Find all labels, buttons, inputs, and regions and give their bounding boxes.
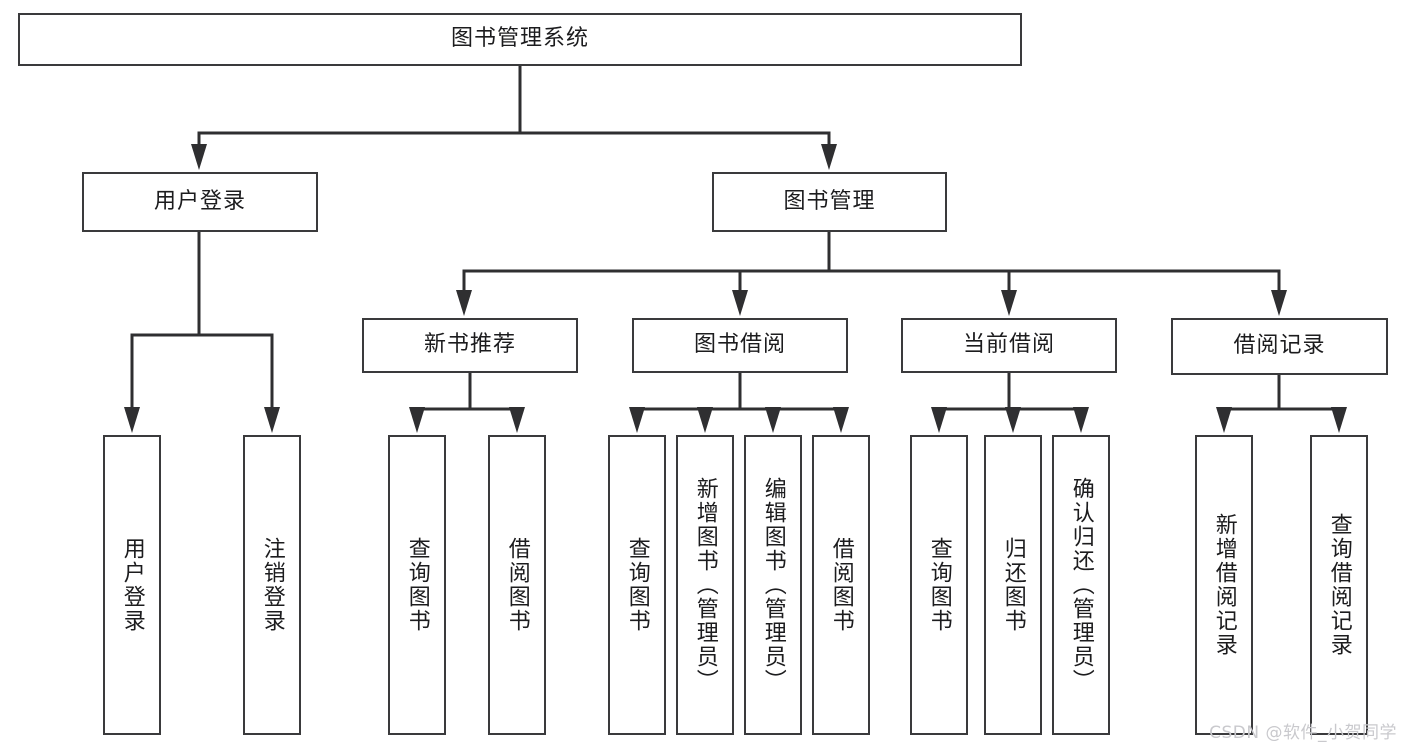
node-leaf-logout-label: 注销登录 <box>259 537 285 633</box>
node-current-borrow-label: 当前借阅 <box>962 332 1055 358</box>
node-leaf-add-book-admin[interactable]: 新增图书（管理员） <box>676 435 734 735</box>
watermark-text: CSDN @软件_小贺同学 <box>1209 723 1397 743</box>
node-leaf-edit-book-admin[interactable]: 编辑图书（管理员） <box>744 435 802 735</box>
node-book-borrow-label: 图书借阅 <box>693 332 786 358</box>
arrow-head-newbook-to-leaves-1 <box>509 407 525 433</box>
arrow-head-root-to-level1-0 <box>191 144 207 170</box>
arrow-head-bookmanage-to-level2-1 <box>732 290 748 316</box>
node-leaf-add-borrow-record[interactable]: 新增借阅记录 <box>1195 435 1253 735</box>
node-new-book-recommend[interactable]: 新书推荐 <box>362 318 578 373</box>
node-leaf-query-book-1[interactable]: 查询图书 <box>388 435 446 735</box>
node-leaf-return-book[interactable]: 归还图书 <box>984 435 1042 735</box>
node-new-book-recommend-label: 新书推荐 <box>423 332 516 358</box>
node-leaf-borrow-book-1-label: 借阅图书 <box>504 537 530 633</box>
node-root-label: 图书管理系统 <box>450 26 589 52</box>
arrow-head-bookborrow-to-leaves-1 <box>697 407 713 433</box>
arrow-head-root-to-level1-1 <box>821 144 837 170</box>
node-leaf-query-book-2[interactable]: 查询图书 <box>608 435 666 735</box>
node-current-borrow[interactable]: 当前借阅 <box>901 318 1117 373</box>
arrow-head-bookmanage-to-level2-3 <box>1271 290 1287 316</box>
node-book-manage[interactable]: 图书管理 <box>712 172 947 232</box>
node-leaf-add-borrow-record-label: 新增借阅记录 <box>1211 513 1237 657</box>
node-leaf-borrow-book-2[interactable]: 借阅图书 <box>812 435 870 735</box>
arrow-head-newbook-to-leaves-0 <box>409 407 425 433</box>
arrow-head-borrowrecord-to-leaves-1 <box>1331 407 1347 433</box>
node-leaf-query-borrow-record-label: 查询借阅记录 <box>1326 513 1352 657</box>
arrow-head-bookmanage-to-level2-2 <box>1001 290 1017 316</box>
arrow-head-currentborrow-to-leaves-1 <box>1005 407 1021 433</box>
arrow-head-userlogin-to-leaves-1 <box>264 407 280 433</box>
node-borrow-record-label: 借阅记录 <box>1233 333 1326 359</box>
arrow-head-borrowrecord-to-leaves-0 <box>1216 407 1232 433</box>
node-leaf-logout[interactable]: 注销登录 <box>243 435 301 735</box>
node-root[interactable]: 图书管理系统 <box>18 13 1022 66</box>
node-book-borrow[interactable]: 图书借阅 <box>632 318 848 373</box>
arrow-head-currentborrow-to-leaves-2 <box>1073 407 1089 433</box>
node-leaf-query-borrow-record[interactable]: 查询借阅记录 <box>1310 435 1368 735</box>
node-leaf-query-book-3-label: 查询图书 <box>926 537 952 633</box>
arrow-head-bookborrow-to-leaves-3 <box>833 407 849 433</box>
node-leaf-return-book-label: 归还图书 <box>1000 537 1026 633</box>
node-borrow-record[interactable]: 借阅记录 <box>1171 318 1388 375</box>
node-leaf-add-book-admin-label: 新增图书（管理员） <box>692 477 718 693</box>
node-leaf-user-login[interactable]: 用户登录 <box>103 435 161 735</box>
arrow-head-bookborrow-to-leaves-0 <box>629 407 645 433</box>
arrow-head-bookborrow-to-leaves-2 <box>765 407 781 433</box>
node-user-login-label: 用户登录 <box>153 188 246 214</box>
node-book-manage-label: 图书管理 <box>783 188 876 214</box>
node-leaf-confirm-return-admin[interactable]: 确认归还（管理员） <box>1052 435 1110 735</box>
node-leaf-query-book-2-label: 查询图书 <box>624 537 650 633</box>
node-leaf-query-book-3[interactable]: 查询图书 <box>910 435 968 735</box>
node-leaf-user-login-label: 用户登录 <box>119 537 145 633</box>
arrow-head-currentborrow-to-leaves-0 <box>931 407 947 433</box>
arrow-head-bookmanage-to-level2-0 <box>456 290 472 316</box>
node-leaf-borrow-book-1[interactable]: 借阅图书 <box>488 435 546 735</box>
node-leaf-query-book-1-label: 查询图书 <box>404 537 430 633</box>
node-leaf-confirm-return-admin-label: 确认归还（管理员） <box>1068 477 1094 693</box>
node-user-login[interactable]: 用户登录 <box>82 172 318 232</box>
node-leaf-edit-book-admin-label: 编辑图书（管理员） <box>760 477 786 693</box>
arrow-head-userlogin-to-leaves-0 <box>124 407 140 433</box>
node-leaf-borrow-book-2-label: 借阅图书 <box>828 537 854 633</box>
